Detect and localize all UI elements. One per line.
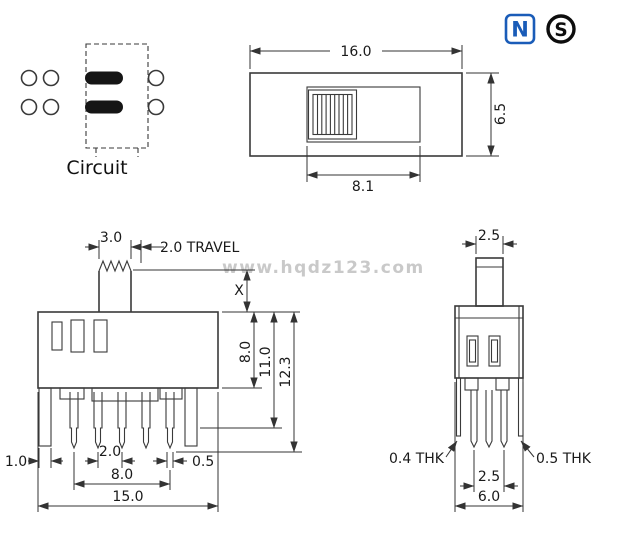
top-view-slot — [306, 86, 421, 143]
front-pin — [141, 392, 151, 450]
side-slot-inner — [468, 339, 477, 363]
circuit-terminal — [42, 69, 60, 87]
top-view-dimensions — [249, 45, 499, 182]
circuit-terminal — [147, 98, 165, 116]
side-bracket-left — [455, 377, 462, 437]
dim-leg-width: 1.0 — [5, 454, 27, 470]
side-slot-inner — [490, 339, 499, 363]
top-view: 16.0 6.5 8.1 — [249, 44, 509, 195]
dim-pin-pitch: 2.0 — [99, 444, 121, 460]
top-view-body — [249, 72, 463, 157]
logo-s-letter: S — [554, 20, 567, 41]
side-body — [454, 305, 524, 379]
dim-total-height: 12.3 — [278, 356, 294, 387]
front-body-slot — [70, 319, 85, 353]
dim-top-height: 6.5 — [493, 103, 509, 125]
slider-inner — [312, 93, 353, 136]
dim-left-thickness: 0.4 THK — [389, 451, 445, 467]
side-pin — [485, 390, 493, 449]
front-pin — [117, 392, 127, 450]
circuit-terminals — [20, 69, 165, 116]
dim-pin-span: 8.0 — [111, 467, 133, 483]
circuit-label: Circuit — [66, 157, 127, 179]
front-body-slot — [93, 319, 108, 353]
circuit-terminal — [42, 98, 60, 116]
side-foot — [464, 377, 479, 391]
dim-knob-width: 3.0 — [100, 230, 122, 246]
watermark: www.hqdz123.com — [222, 258, 425, 278]
circuit-contact-1 — [85, 71, 123, 85]
side-foot — [495, 377, 510, 391]
dim-body-height: 8.0 — [238, 341, 254, 363]
front-left-leg — [38, 387, 52, 447]
circuit-slider-frame — [85, 43, 149, 149]
front-foot — [159, 387, 183, 400]
logo-n-letter: N — [511, 18, 529, 42]
side-view-dimensions — [445, 236, 535, 512]
circuit-terminal — [20, 69, 38, 87]
logo-s: S — [546, 14, 576, 44]
front-pin — [93, 392, 103, 450]
front-foot — [91, 387, 159, 402]
side-pins — [470, 390, 508, 449]
dim-knob-height: X — [234, 283, 244, 299]
side-view: 2.5 0.4 THK 0.5 THK 2.5 6.0 — [389, 228, 592, 512]
front-view-dimensions — [28, 240, 302, 512]
dim-shoulder-height: 11.0 — [258, 346, 274, 377]
front-pin — [69, 392, 79, 450]
circuit-contact-2 — [85, 100, 123, 114]
side-pin — [470, 390, 478, 449]
dim-side-body-depth: 6.0 — [478, 489, 500, 505]
dim-side-pin-span: 2.5 — [478, 469, 500, 485]
top-view-slider — [307, 89, 358, 140]
circuit-terminal — [20, 98, 38, 116]
front-body — [37, 311, 219, 389]
logo-n: N — [504, 13, 536, 45]
circuit-terminal — [147, 69, 165, 87]
side-pin — [500, 390, 508, 449]
circuit-diagram: Circuit — [20, 43, 165, 179]
dim-travel: 2.0 TRAVEL — [160, 240, 240, 256]
front-pins — [69, 392, 175, 450]
front-body-slot — [51, 321, 63, 351]
front-right-leg — [184, 387, 198, 447]
front-view: 3.0 2.0 TRAVEL X 8.0 11.0 12.3 1.0 2.0 0… — [5, 230, 302, 512]
dim-right-thickness: 0.5 THK — [536, 451, 592, 467]
front-foot — [59, 387, 85, 400]
slider-serrations — [316, 94, 349, 135]
side-knob — [475, 257, 504, 307]
dim-pin-thickness: 0.5 — [192, 454, 214, 470]
dim-top-slot: 8.1 — [352, 179, 374, 195]
side-bracket-right — [517, 377, 524, 437]
front-knob-serration — [98, 259, 132, 273]
dim-top-width: 16.0 — [340, 44, 371, 60]
side-slot — [466, 335, 479, 367]
front-pin — [165, 392, 175, 450]
side-slot — [488, 335, 501, 367]
dim-side-knob-width: 2.5 — [478, 228, 500, 244]
dim-body-width: 15.0 — [112, 489, 143, 505]
slider-outer — [307, 89, 358, 140]
logo-s-ring — [546, 14, 576, 44]
logo-n-frame — [504, 13, 536, 45]
